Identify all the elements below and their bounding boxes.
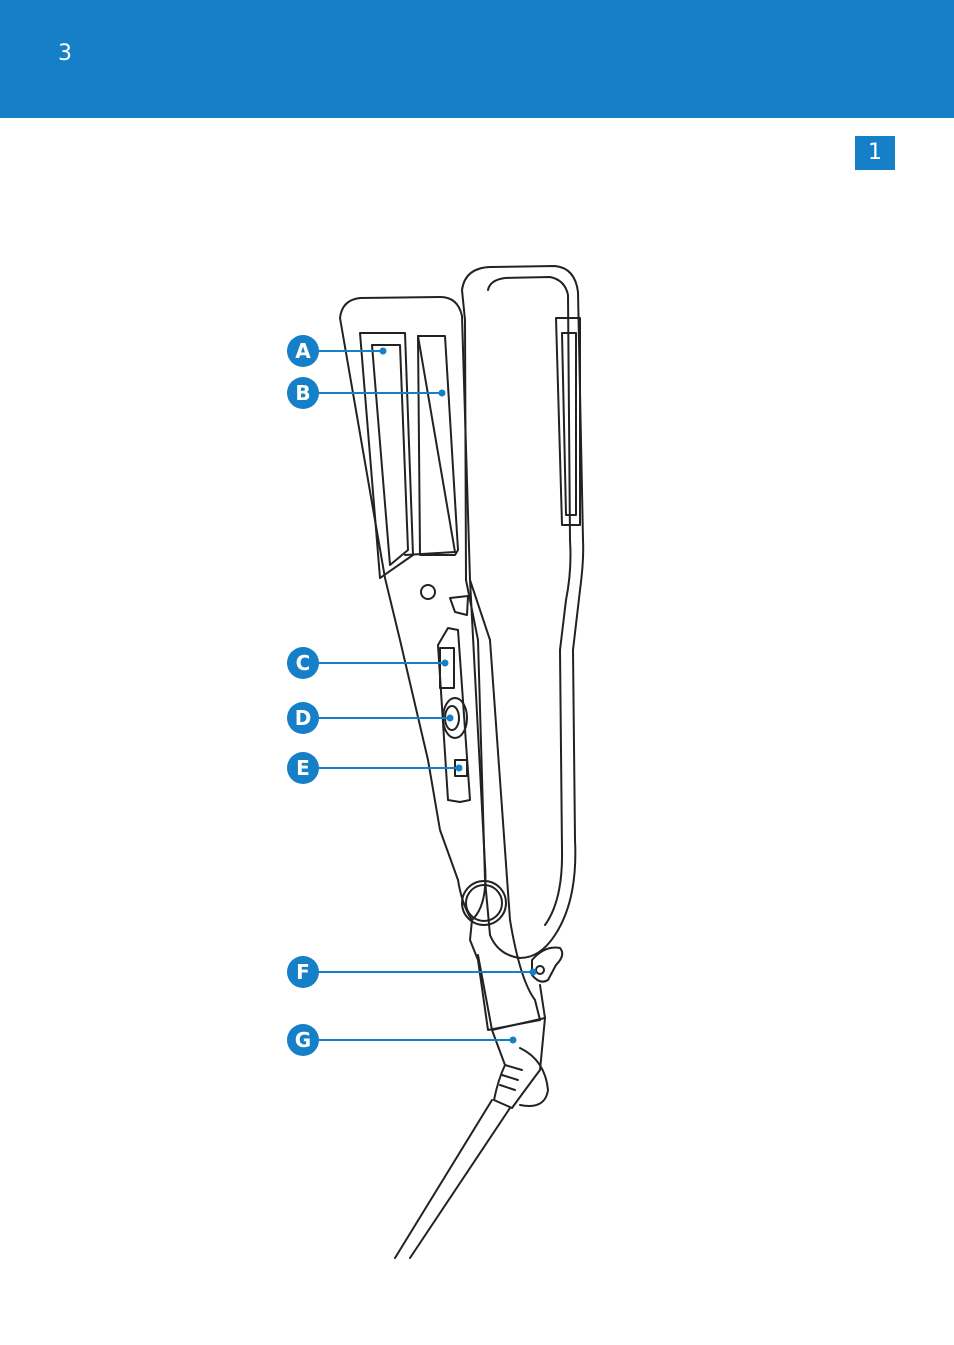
callout-letter-a: A xyxy=(295,339,311,363)
callout-dot-c xyxy=(442,660,449,667)
cord-sleeve-g xyxy=(492,1018,545,1108)
callout-dot-b xyxy=(439,390,446,397)
callout-letter-d: D xyxy=(295,706,312,730)
callout-badges: A B C D E F G xyxy=(287,335,319,1056)
callout-dot-e xyxy=(456,765,463,772)
handle-end xyxy=(478,955,545,1030)
callout-dot-d xyxy=(447,715,454,722)
appliance-drawing xyxy=(340,266,583,1258)
switch-c xyxy=(440,648,454,688)
callout-dot-g xyxy=(510,1037,517,1044)
callout-letter-c: C xyxy=(296,651,311,675)
callout-dot-f xyxy=(530,969,537,976)
hanging-loop-pin xyxy=(536,966,544,974)
callout-letter-b: B xyxy=(295,381,310,405)
callout-dot-a xyxy=(380,348,387,355)
hinge-lock xyxy=(450,596,468,615)
power-cord xyxy=(395,1100,510,1258)
pivot-hole xyxy=(421,585,435,599)
back-arm-lower-edge xyxy=(340,318,472,920)
plate-b-edge xyxy=(418,336,455,552)
callout-letter-e: E xyxy=(296,756,310,780)
callout-lines xyxy=(318,351,533,1040)
round-button xyxy=(462,881,506,925)
callout-letter-g: G xyxy=(295,1028,311,1052)
callout-letter-f: F xyxy=(296,960,310,984)
